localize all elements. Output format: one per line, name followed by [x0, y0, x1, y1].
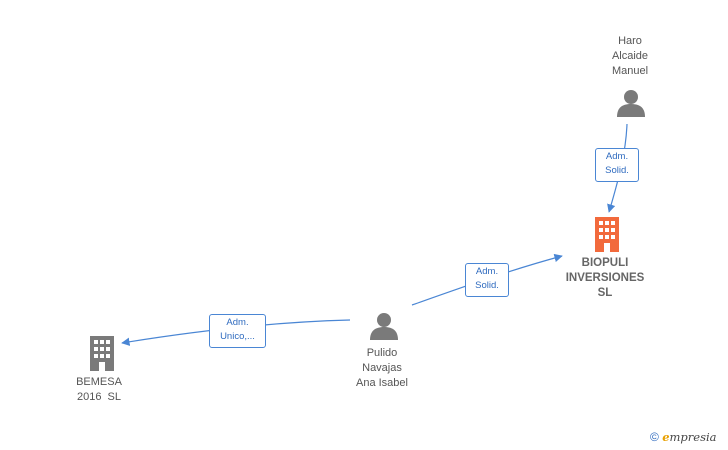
- node-name-line: Manuel: [611, 65, 649, 77]
- edge-label-pulido-bemesa[interactable]: Adm. Unico,...: [209, 314, 266, 348]
- edge-label-line: Adm.: [226, 317, 249, 328]
- node-name-line: Pulido: [366, 347, 398, 359]
- node-label-haro: Haro Alcaide Manuel: [600, 34, 660, 79]
- node-label-biopuli: BIOPULI INVERSIONES SL: [555, 256, 655, 301]
- edge-label-line: Adm.: [605, 151, 629, 162]
- building-icon[interactable]: [592, 216, 622, 252]
- node-name-line: Alcaide: [611, 50, 649, 62]
- copyright-symbol: ©: [650, 430, 659, 444]
- empresia-logo: empresia: [662, 430, 716, 444]
- empresia-credit: © empresia: [650, 430, 717, 444]
- edge-label-line: Adm.: [475, 266, 499, 277]
- edge-label-line: Solid.: [605, 165, 629, 176]
- building-icon[interactable]: [87, 335, 117, 371]
- node-label-pulido: Pulido Navajas Ana Isabel: [342, 346, 422, 391]
- node-name-line: INVERSIONES: [565, 272, 645, 284]
- logo-letter: e: [662, 430, 670, 444]
- edge-label-pulido-biopuli[interactable]: Adm. Solid.: [465, 263, 509, 297]
- edge-label-line: Solid.: [475, 280, 499, 291]
- person-icon[interactable]: [616, 88, 646, 118]
- node-name-line: Haro: [618, 35, 642, 47]
- edge-label-line: Unico,...: [220, 331, 255, 342]
- node-name-line: SL: [597, 287, 613, 299]
- node-name-line: BEMESA: [76, 376, 122, 388]
- logo-text: mpresia: [669, 430, 717, 444]
- node-name-line: BIOPULI: [581, 257, 629, 269]
- node-name-line: Navajas: [362, 362, 402, 374]
- node-label-bemesa: BEMESA 2016 SL: [62, 375, 136, 405]
- person-icon[interactable]: [369, 311, 399, 341]
- edge-label-haro-biopuli[interactable]: Adm. Solid.: [595, 148, 639, 182]
- node-name-line: Ana Isabel: [356, 377, 408, 389]
- node-name-line: 2016 SL: [76, 391, 122, 403]
